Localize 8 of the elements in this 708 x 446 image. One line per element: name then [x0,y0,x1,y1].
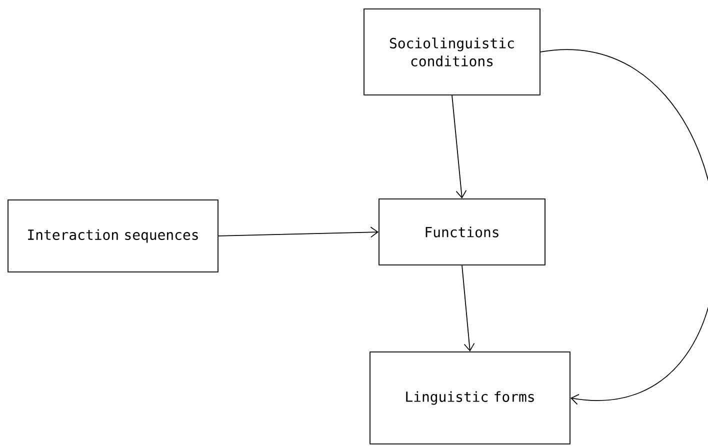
process-box: Interaction sequences [8,200,218,272]
process-box: Sociolinguistic conditions [364,8,540,96]
process-box: Linguistic forms [370,352,570,444]
arrow [218,226,379,238]
arrow [462,264,475,352]
arrow [452,94,467,199]
process-box: Functions [378,198,546,266]
arrow [540,51,708,405]
